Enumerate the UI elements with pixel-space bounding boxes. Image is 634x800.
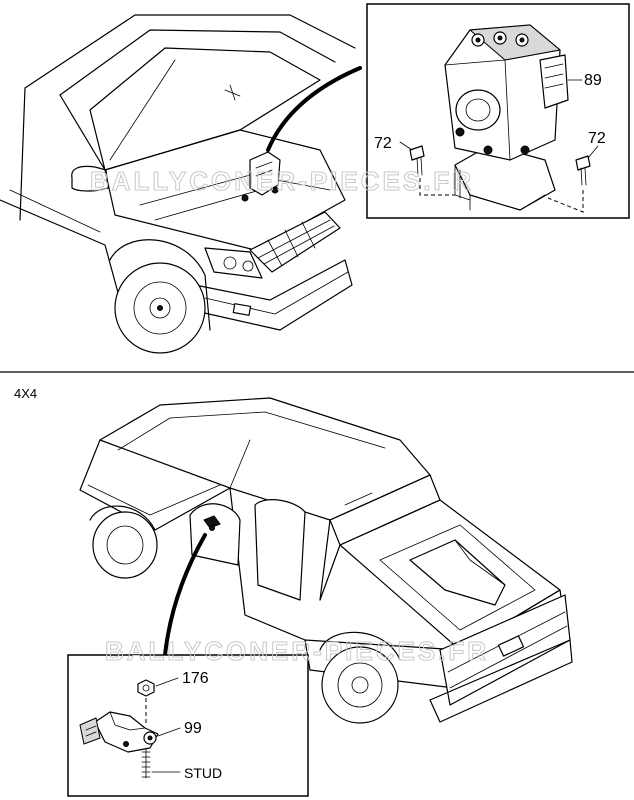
callout-stud: STUD bbox=[184, 765, 222, 781]
nut-176 bbox=[137, 677, 179, 697]
abs-unit-inset: 89 72 72 bbox=[366, 3, 630, 219]
bolt-72-right bbox=[547, 155, 591, 213]
pickup-truck-illustration bbox=[79, 397, 573, 724]
callout-89: 89 bbox=[584, 72, 602, 89]
front-truck-illustration bbox=[0, 14, 362, 354]
sensor-99 bbox=[79, 711, 181, 753]
callout-176: 176 bbox=[182, 670, 209, 687]
sensor-in-vehicle bbox=[203, 515, 221, 531]
callout-72-right: 72 bbox=[588, 130, 606, 147]
bolt-72-left bbox=[409, 145, 455, 196]
section-label-4x4: 4X4 bbox=[14, 386, 37, 401]
watermark-top: BALLYCONER-PIECES.FR bbox=[90, 166, 474, 196]
callout-99: 99 bbox=[184, 720, 202, 737]
stud bbox=[141, 747, 181, 779]
sensor-inset: 176 99 STUD bbox=[67, 654, 309, 797]
callout-72-left: 72 bbox=[374, 135, 392, 152]
watermark-bottom: BALLYCONER-PIECES.FR bbox=[105, 636, 489, 666]
